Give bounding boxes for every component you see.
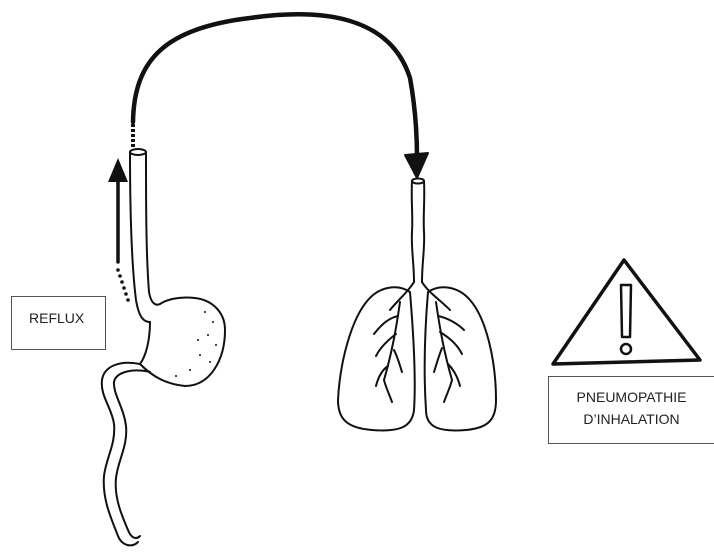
reflux-label: REFLUX <box>11 296 106 350</box>
warning-label-line-1: PNEUMOPATHIE <box>549 386 714 408</box>
warning-label: PNEUMOPATHIE D’INHALATION <box>548 376 714 444</box>
stomach-esophagus-icon <box>102 149 225 545</box>
warning-triangle-icon <box>553 260 700 364</box>
reflux-label-text: REFLUX <box>29 310 84 326</box>
lungs-icon <box>338 179 496 431</box>
curved-arrow-icon <box>131 14 428 178</box>
up-arrow-icon <box>108 158 130 302</box>
warning-label-line-2: D’INHALATION <box>549 408 714 430</box>
